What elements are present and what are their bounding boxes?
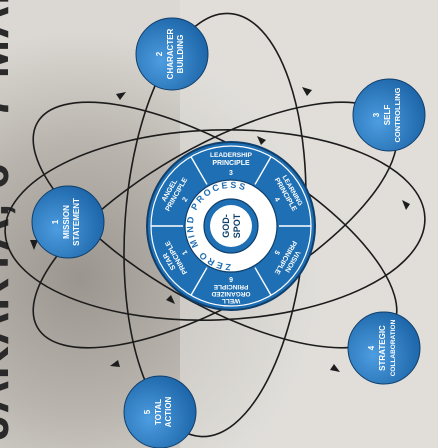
node-label: COLLABORATION [390,319,397,376]
segment-label: ORGANIZED [211,290,250,297]
central-wheel: STAR PRINCIPLE 1 ANGEL PRINCIPLE 2 LEADE… [147,142,315,310]
segment-label: PRINCIPLE [212,160,250,167]
node-number: 1 [51,219,60,224]
god-spot-label: GOD- [221,214,231,238]
outer-node-2: 2 CHARACTER BUILDING [136,18,208,90]
node-label: MISSION [62,205,71,239]
segment-label: WELL [222,297,240,304]
node-label: TOTAL [154,399,163,425]
node-label: STRATEGIC [378,325,387,371]
outer-node-5: 5 TOTAL ACTION [124,376,196,448]
node-label: CHARACTER [166,28,175,79]
outer-node-4: 4 STRATEGIC COLLABORATION [348,312,420,384]
node-number: 4 [367,345,376,350]
node-label: SELF [383,105,392,126]
node-label: ACTION [164,396,173,427]
side-title: JAKARTA, 6 - 7 MARCH [0,0,18,440]
node-label: BUILDING [176,35,185,74]
god-spot-label: SPOT [232,213,242,238]
node-label: CONTROLLING [393,87,402,142]
outer-node-1: 1 MISSION STATEMENT [32,186,104,258]
segment-label: LEADERSHIP [210,152,253,159]
node-number: 5 [143,409,152,414]
segment-number: 6 [229,275,233,282]
god-spot-core [210,205,252,247]
node-label: STATEMENT [72,198,81,246]
outer-node-3: 3 SELF CONTROLLING [353,79,425,151]
node-number: 3 [372,112,381,117]
node-number: 2 [155,51,164,56]
segment-number: 3 [229,170,233,177]
segment-label: PRINCIPLE [213,283,248,290]
